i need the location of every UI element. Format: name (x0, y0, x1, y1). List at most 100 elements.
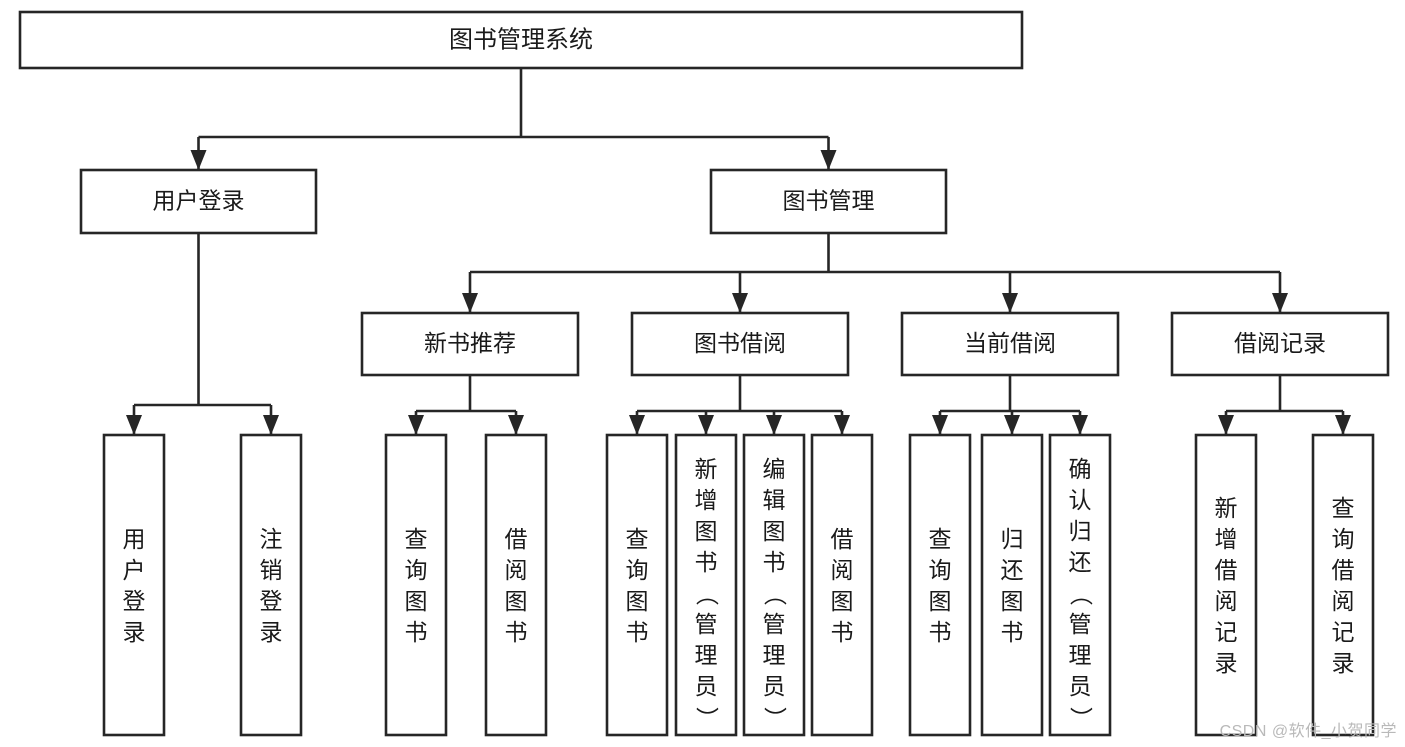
leaf-label-char: 书 (695, 549, 718, 575)
leaf-label-char: 管 (695, 611, 718, 637)
leaf-label-char: 还 (1069, 549, 1092, 575)
arrow-head-icon (1002, 293, 1018, 313)
leaf-label-char: 登 (260, 588, 283, 614)
node-label: 用户登录 (153, 188, 245, 214)
leaf-label-char: ） (762, 707, 788, 730)
node-box[interactable] (980, 433, 1044, 737)
leaf-label-char: 借 (1332, 557, 1355, 583)
leaf-label-char: 录 (123, 619, 146, 645)
leaf-label-char: 查 (626, 526, 649, 552)
leaf-label-char: 查 (1332, 495, 1355, 521)
leaf-label-char: 查 (929, 526, 952, 552)
node-label: 图书管理 (783, 188, 875, 214)
leaf-label-char: 管 (763, 611, 786, 637)
node-box[interactable] (630, 311, 850, 377)
csdn-watermark: CSDN @软件_小贺同学 (1219, 723, 1397, 740)
arrow-head-icon (820, 150, 837, 170)
node-box[interactable] (239, 433, 303, 737)
arrow-head-icon (834, 415, 850, 435)
node-box[interactable] (484, 433, 548, 737)
leaf-label-char: 阅 (505, 557, 528, 583)
leaf-label-char: 新 (695, 456, 718, 482)
leaf-label-char: 还 (1001, 557, 1024, 583)
leaf-label-char: （ (762, 583, 788, 606)
leaf-label-char: 书 (1001, 619, 1024, 645)
node-layer: 图书管理系统用户登录图书管理新书推荐图书借阅当前借阅借阅记录用户登录用户登录注销… (18, 10, 1390, 737)
node-box[interactable] (18, 10, 1024, 70)
node-box[interactable] (742, 433, 806, 737)
leaf-label-char: 归 (1001, 526, 1024, 552)
node-box[interactable] (908, 433, 972, 737)
leaf-label-char: 图 (763, 518, 786, 544)
leaf-node-leaf-user-login[interactable]: 用户登录用户登录 (102, 433, 166, 737)
leaf-label-char: 询 (1332, 526, 1355, 552)
leaf-node-leaf-query-book-borrow[interactable]: 查询图书查询图书 (605, 433, 669, 737)
leaf-label-char: 认 (1069, 487, 1092, 513)
node-box[interactable] (900, 311, 1120, 377)
node-label: 当前借阅 (964, 330, 1056, 356)
leaf-label-char: 销 (260, 557, 283, 583)
arrow-head-icon (1072, 415, 1088, 435)
root-node-root[interactable]: 图书管理系统 (18, 10, 1024, 70)
leaf-node-leaf-logout[interactable]: 注销登录注销登录 (239, 433, 303, 737)
node-box[interactable] (605, 433, 669, 737)
node-box[interactable] (79, 168, 318, 235)
node-box[interactable] (810, 433, 874, 737)
node-box[interactable] (1048, 433, 1112, 737)
node-box[interactable] (384, 433, 448, 737)
leaf-label-char: 书 (763, 549, 786, 575)
leaf-node-leaf-add-borrow-record[interactable]: 新增借阅记录新增借阅记录 (1194, 433, 1258, 737)
level1-node-user-login[interactable]: 用户登录 (79, 168, 318, 235)
leaf-label-char: 借 (1215, 557, 1238, 583)
leaf-label-char: 图 (929, 588, 952, 614)
leaf-label-char: 管 (1069, 611, 1092, 637)
leaf-label-char: 询 (929, 557, 952, 583)
leaf-label-char: 书 (505, 619, 528, 645)
node-box[interactable] (1311, 433, 1375, 737)
leaf-label-char: 员 (695, 673, 718, 699)
connector-layer (126, 68, 1351, 435)
leaf-label-char: 借 (505, 526, 528, 552)
leaf-label-char: 图 (505, 588, 528, 614)
level2-node-new-book-recommend[interactable]: 新书推荐 (360, 311, 580, 377)
leaf-node-leaf-return-book[interactable]: 归还图书归还图书 (980, 433, 1044, 737)
leaf-node-leaf-query-book-recommend[interactable]: 查询图书查询图书 (384, 433, 448, 737)
leaf-label-char: 增 (1215, 526, 1238, 552)
leaf-label-char: 新 (1215, 495, 1238, 521)
leaf-label-char: 录 (260, 619, 283, 645)
leaf-label-char: 录 (1332, 650, 1355, 676)
arrow-head-icon (508, 415, 524, 435)
arrow-head-icon (408, 415, 424, 435)
node-box[interactable] (1194, 433, 1258, 737)
leaf-node-leaf-query-book-current[interactable]: 查询图书查询图书 (908, 433, 972, 737)
arrow-head-icon (698, 415, 714, 435)
arrow-head-icon (190, 150, 207, 170)
arrow-head-icon (1004, 415, 1020, 435)
node-box[interactable] (1170, 311, 1390, 377)
leaf-label-char: 书 (626, 619, 649, 645)
node-box[interactable] (102, 433, 166, 737)
level2-node-book-borrow[interactable]: 图书借阅 (630, 311, 850, 377)
leaf-label-char: 记 (1332, 619, 1355, 645)
node-label: 新书推荐 (424, 330, 516, 356)
leaf-label-char: 登 (123, 588, 146, 614)
node-box[interactable] (674, 433, 738, 737)
leaf-label-char: 注 (260, 526, 283, 552)
level2-node-borrow-records[interactable]: 借阅记录 (1170, 311, 1390, 377)
leaf-node-leaf-borrow-book[interactable]: 借阅图书借阅图书 (810, 433, 874, 737)
level2-node-current-borrow[interactable]: 当前借阅 (900, 311, 1120, 377)
node-box[interactable] (360, 311, 580, 377)
leaf-label-char: 户 (123, 557, 146, 583)
node-box[interactable] (709, 168, 948, 235)
leaf-node-leaf-borrow-book-recommend[interactable]: 借阅图书借阅图书 (484, 433, 548, 737)
leaf-label-char: 询 (405, 557, 428, 583)
leaf-label-char: ） (1068, 707, 1094, 730)
leaf-node-leaf-query-borrow-record[interactable]: 查询借阅记录查询借阅记录 (1311, 433, 1375, 737)
leaf-label-char: 录 (1215, 650, 1238, 676)
level1-node-book-management[interactable]: 图书管理 (709, 168, 948, 235)
leaf-label-char: 归 (1069, 518, 1092, 544)
